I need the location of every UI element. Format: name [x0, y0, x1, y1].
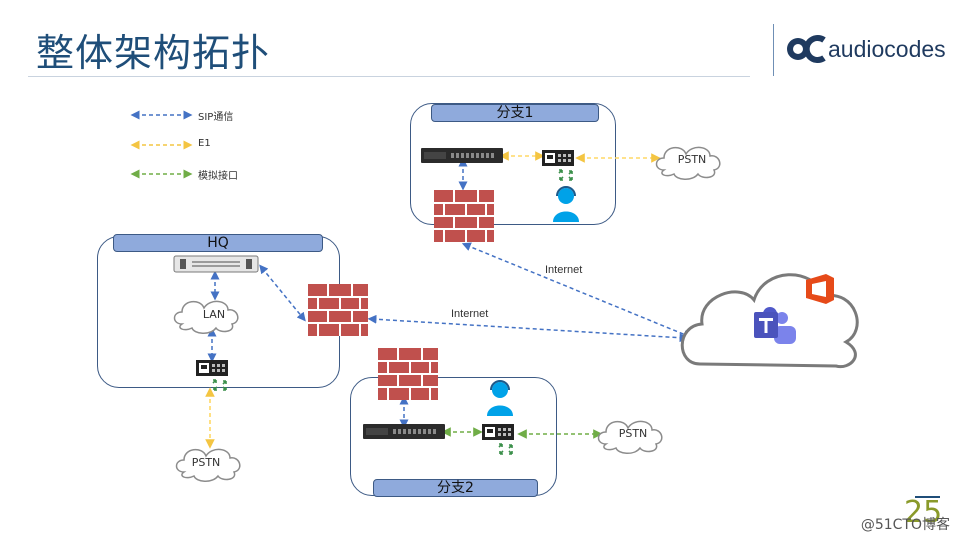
teams-icon: [754, 307, 796, 344]
page-title: 整体架构拓扑: [36, 31, 271, 75]
anniversary-badge-icon: 25: [904, 495, 942, 530]
site-title-branch2: 分支2: [373, 479, 538, 497]
hq-gateway-icon: [195, 359, 229, 391]
hq-sbc-icon: [173, 255, 259, 273]
office365-icon: [806, 274, 834, 304]
audiocodes-logo: audiocodes: [786, 32, 946, 66]
audiocodes-logo-mark: [787, 35, 826, 63]
badge-text: 25: [904, 495, 942, 530]
site-title-branch1: 分支1: [431, 104, 599, 122]
e1-links: [205, 151, 661, 449]
sip-links: [207, 157, 693, 429]
firewall-icon-branch2: [377, 347, 439, 401]
internet-label-branch1: Internet: [545, 264, 583, 276]
legend-e1-label: E1: [198, 138, 211, 149]
firewall-icon-hq: [307, 283, 369, 337]
firewall-icon-branch1: [433, 189, 495, 243]
internet-label-hq: Internet: [451, 308, 489, 320]
legend-analog-label: 模拟接口: [198, 171, 238, 182]
link-hq-sbc-firewall: [259, 264, 306, 322]
logo-divider: [773, 24, 774, 76]
site-title-hq: HQ: [113, 234, 323, 252]
user-headset-icon-branch1: [553, 186, 579, 222]
branch2-gateway-icon: [481, 423, 515, 455]
branch1-sbc-icon: [421, 148, 503, 163]
link-firewall1-teams: [461, 242, 693, 339]
link-hq-firewall-teams: [367, 314, 689, 343]
watermark: @51CTO博客: [860, 517, 950, 533]
branch2-sbc-icon: [363, 424, 445, 439]
logo-text: audiocodes: [828, 35, 946, 62]
user-headset-icon-branch2: [487, 380, 513, 416]
analog-links: [441, 427, 603, 439]
branch1-gateway-icon: [541, 149, 575, 181]
pstn-label-branch2: PSTN: [618, 427, 648, 440]
legend-sip-label: SIP通信: [198, 112, 234, 123]
pstn-label-hq: PSTN: [191, 456, 221, 469]
pstn-label-branch1: PSTN: [677, 153, 707, 166]
lan-label: LAN: [202, 308, 226, 321]
title-divider: [28, 76, 750, 77]
